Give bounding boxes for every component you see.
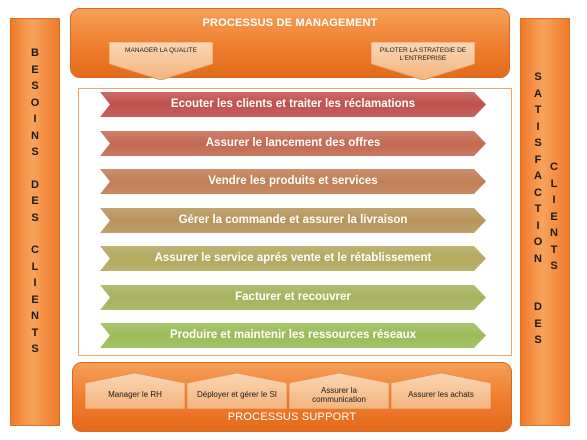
core-process-step: Vendre les produits et services (100, 169, 486, 194)
core-process-label: Facturer et recouvrer (235, 290, 351, 303)
vertical-letter: E (31, 63, 39, 76)
core-process-step: Assurer le lancement des offres (100, 130, 486, 156)
manage-quality-arrow: MANAGER LA QUALITE (109, 42, 213, 80)
vertical-letter: S (550, 260, 558, 272)
steer-strategy-arrow: PILOTER LA STRATEGIE DE L'ENTREPRISE (371, 42, 475, 80)
house-shape (391, 373, 491, 409)
core-process-label: Gérer la commande et assurer la livraiso… (178, 213, 408, 226)
vertical-letter: B (31, 47, 39, 59)
management-process-box: PROCESSUS DE MANAGEMENT MANAGER LA QUALI… (70, 8, 510, 80)
core-process-step: Facturer et recouvrer (100, 284, 486, 310)
vertical-letter: I (536, 219, 540, 232)
core-process-step: Produire et maintenir les ressources rés… (100, 323, 486, 348)
chevron-shape (100, 130, 486, 156)
support-process-item: Assurer les achats (391, 373, 491, 409)
vertical-letter: S (534, 334, 542, 346)
support-process-title: PROCESSUS SUPPORT (227, 411, 357, 423)
house-shape (85, 373, 185, 409)
vertical-letter: D (31, 178, 39, 191)
vertical-letter: S (31, 80, 39, 92)
vertical-letter: A (534, 170, 542, 182)
vertical-letter: I (33, 113, 37, 125)
vertical-letter: S (534, 137, 542, 149)
core-process-step: Assurer le service aprés vente et le rét… (100, 246, 486, 271)
vertical-letter: T (31, 326, 39, 339)
chevron-shape (100, 92, 486, 117)
vertical-letter: E (31, 195, 39, 207)
core-process-label: Produire et maintenir les ressources rés… (169, 329, 417, 341)
vertical-letter: N (550, 227, 558, 239)
support-item-label: Manager le RH (108, 390, 162, 400)
down-arrow-shape (371, 42, 475, 80)
core-process-label: Ecouter les clients et traiter les récla… (170, 98, 416, 110)
core-process-label: Vendre les produits et services (208, 175, 378, 187)
vertical-letter: N (534, 252, 542, 265)
vertical-letter: S (534, 71, 542, 83)
vertical-letter: S (31, 146, 39, 158)
chevron-shape (100, 207, 486, 233)
house-shape (289, 373, 389, 409)
chevron-shape (100, 246, 486, 271)
vertical-letter: C (550, 161, 558, 173)
vertical-letter: T (534, 203, 542, 215)
vertical-letter: F (534, 153, 542, 166)
vertical-letter: L (31, 260, 39, 273)
chevron-shape (100, 323, 486, 348)
vertical-letter: T (550, 243, 558, 256)
vertical-letter: E (550, 210, 558, 223)
steer-strategy-label: PILOTER LA STRATEGIE DE L'ENTREPRISE (379, 47, 467, 62)
vertical-letter: A (534, 87, 542, 100)
support-item-label: Déployer et gérer le SI (196, 390, 278, 400)
vertical-letter: I (33, 277, 37, 289)
core-process-step: Gérer la commande et assurer la livraiso… (100, 207, 486, 233)
core-process-step: Ecouter les clients et traiter les récla… (100, 92, 486, 117)
vertical-letter: T (534, 104, 542, 116)
support-process-box: Manager le RH Déployer et gérer le SI Assu… (72, 362, 512, 432)
management-process-title: PROCESSUS DE MANAGEMENT (202, 17, 378, 29)
vertical-letter: C (534, 186, 542, 199)
chevron-shape (100, 169, 486, 194)
support-process-item: Manager le RH (85, 373, 185, 409)
vertical-letter: I (552, 194, 556, 206)
house-shape (187, 373, 287, 409)
core-process-label: Assurer le lancement des offres (205, 136, 381, 149)
vertical-letter: I (536, 120, 540, 133)
chevron-shape (100, 284, 486, 310)
vertical-letter: O (30, 96, 40, 109)
vertical-letter: D (534, 301, 542, 313)
vertical-letter: S (31, 343, 39, 355)
vertical-letter: E (534, 317, 542, 330)
manage-quality-label: MANAGER LA QUALITE (125, 47, 197, 54)
down-arrow-shape (109, 42, 213, 80)
vertical-letter: N (31, 129, 39, 142)
support-process-item: Assurer la communication (289, 373, 389, 409)
vertical-letter: O (533, 236, 543, 248)
vertical-letter: N (31, 310, 39, 322)
support-item-label: Assurer la communication (312, 385, 366, 405)
vertical-letter: C (31, 244, 39, 256)
support-item-label: Assurer les achats (408, 390, 474, 400)
vertical-letter: E (31, 293, 39, 306)
vertical-letter: S (31, 211, 39, 224)
core-process-label: Assurer le service aprés vente et le rét… (154, 252, 432, 264)
vertical-letter: L (550, 177, 558, 190)
support-process-item: Déployer et gérer le SI (187, 373, 287, 409)
